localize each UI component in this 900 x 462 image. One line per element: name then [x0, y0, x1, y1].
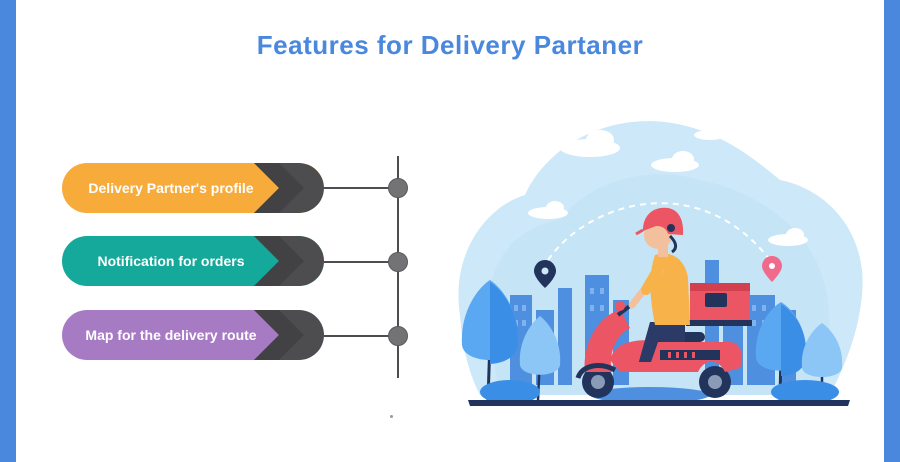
- pill-arrow-cap-icon: [254, 236, 324, 286]
- feature-pill-map: Map for the delivery route: [62, 310, 324, 360]
- timeline-node: [388, 178, 408, 198]
- timeline-node: [388, 252, 408, 272]
- timeline-connector: [324, 261, 397, 263]
- cloud-icon: [528, 130, 808, 246]
- tree-icon: [461, 280, 519, 401]
- timeline-connector: [324, 187, 397, 189]
- map-pin-icon: [762, 256, 782, 282]
- feature-label: Notification for orders: [97, 252, 245, 269]
- feature-label: Map for the delivery route: [85, 326, 257, 343]
- tree-icon: [755, 302, 807, 401]
- left-accent-bar: [0, 0, 16, 462]
- pill-arrow-cap-icon: [254, 163, 324, 213]
- right-accent-bar: [884, 0, 900, 462]
- delivery-scooter-illustration: [458, 121, 863, 406]
- timeline-connector: [324, 335, 397, 337]
- feature-pill-profile: Delivery Partner's profile: [62, 163, 324, 213]
- page-title: Features for Delivery Partaner: [256, 30, 644, 60]
- map-pin-icon: [534, 260, 556, 288]
- scooter-rider-icon: [575, 207, 752, 398]
- decorative-dot: [390, 415, 393, 418]
- feature-pill-notification: Notification for orders: [62, 236, 324, 286]
- timeline-node: [388, 326, 408, 346]
- feature-label: Delivery Partner's profile: [88, 179, 254, 196]
- delivery-box-icon: [686, 283, 752, 326]
- pill-arrow-cap-icon: [254, 310, 324, 360]
